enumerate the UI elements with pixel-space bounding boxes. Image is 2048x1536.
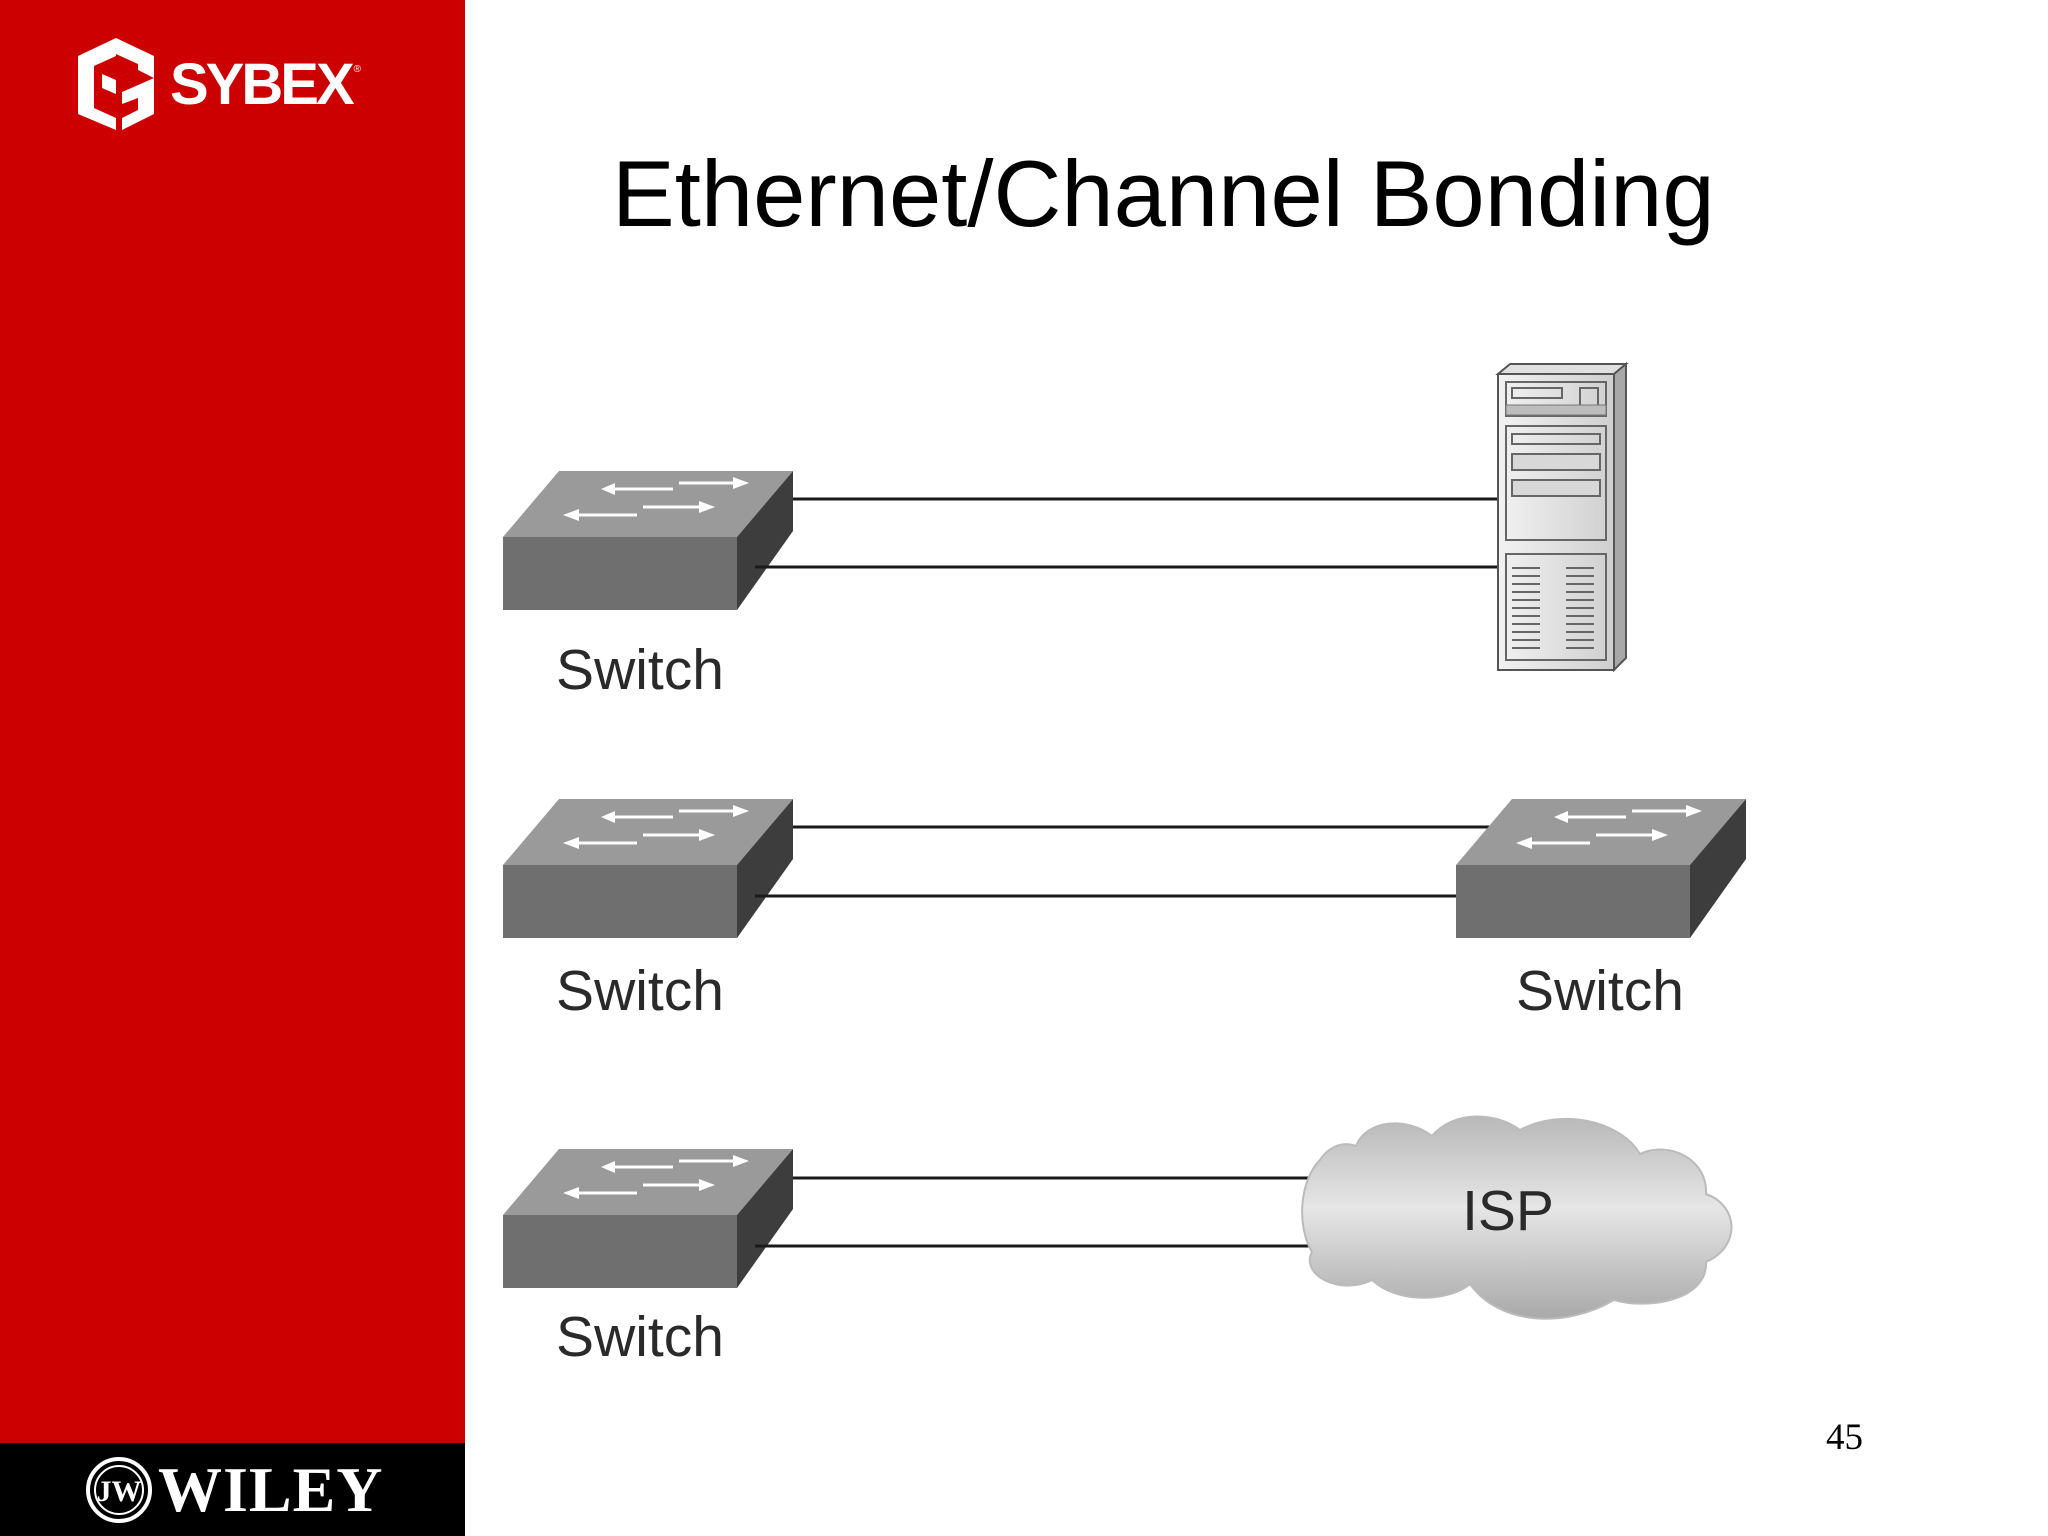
isp-label: ISP bbox=[1462, 1179, 1554, 1243]
registered-mark: ® bbox=[353, 64, 362, 75]
switch-icon bbox=[1454, 797, 1748, 940]
diagram-row-1: Switch bbox=[501, 361, 1629, 702]
sybex-box-icon bbox=[78, 38, 154, 130]
sidebar-footer bbox=[0, 1443, 465, 1536]
sybex-wordmark: SYBEX bbox=[170, 51, 355, 117]
slide-title: Ethernet/Channel Bonding bbox=[612, 141, 1715, 246]
switch-label: Switch bbox=[556, 1305, 724, 1369]
sidebar bbox=[0, 0, 465, 1443]
wiley-seal-icon: JW bbox=[86, 1457, 152, 1523]
switch-label: Switch bbox=[556, 959, 724, 1023]
server-tower-icon bbox=[1495, 361, 1629, 673]
switch-icon bbox=[501, 797, 795, 940]
svg-text:JW: JW bbox=[97, 1475, 142, 1508]
wiley-wordmark: WILEY bbox=[158, 1454, 384, 1525]
wiley-logo: JW WILEY bbox=[84, 1452, 384, 1528]
switch-label: Switch bbox=[1516, 959, 1684, 1023]
cloud-icon bbox=[1301, 1115, 1733, 1320]
page-number: 45 bbox=[1826, 1417, 1863, 1458]
diagram-row-2: Switch Switch bbox=[501, 797, 1748, 1023]
diagram-row-3: ISP Switch bbox=[501, 1115, 1733, 1369]
switch-icon bbox=[501, 1147, 795, 1290]
switch-icon bbox=[501, 469, 795, 612]
switch-label: Switch bbox=[556, 638, 724, 702]
sybex-logo: SYBEX ® bbox=[68, 34, 398, 134]
